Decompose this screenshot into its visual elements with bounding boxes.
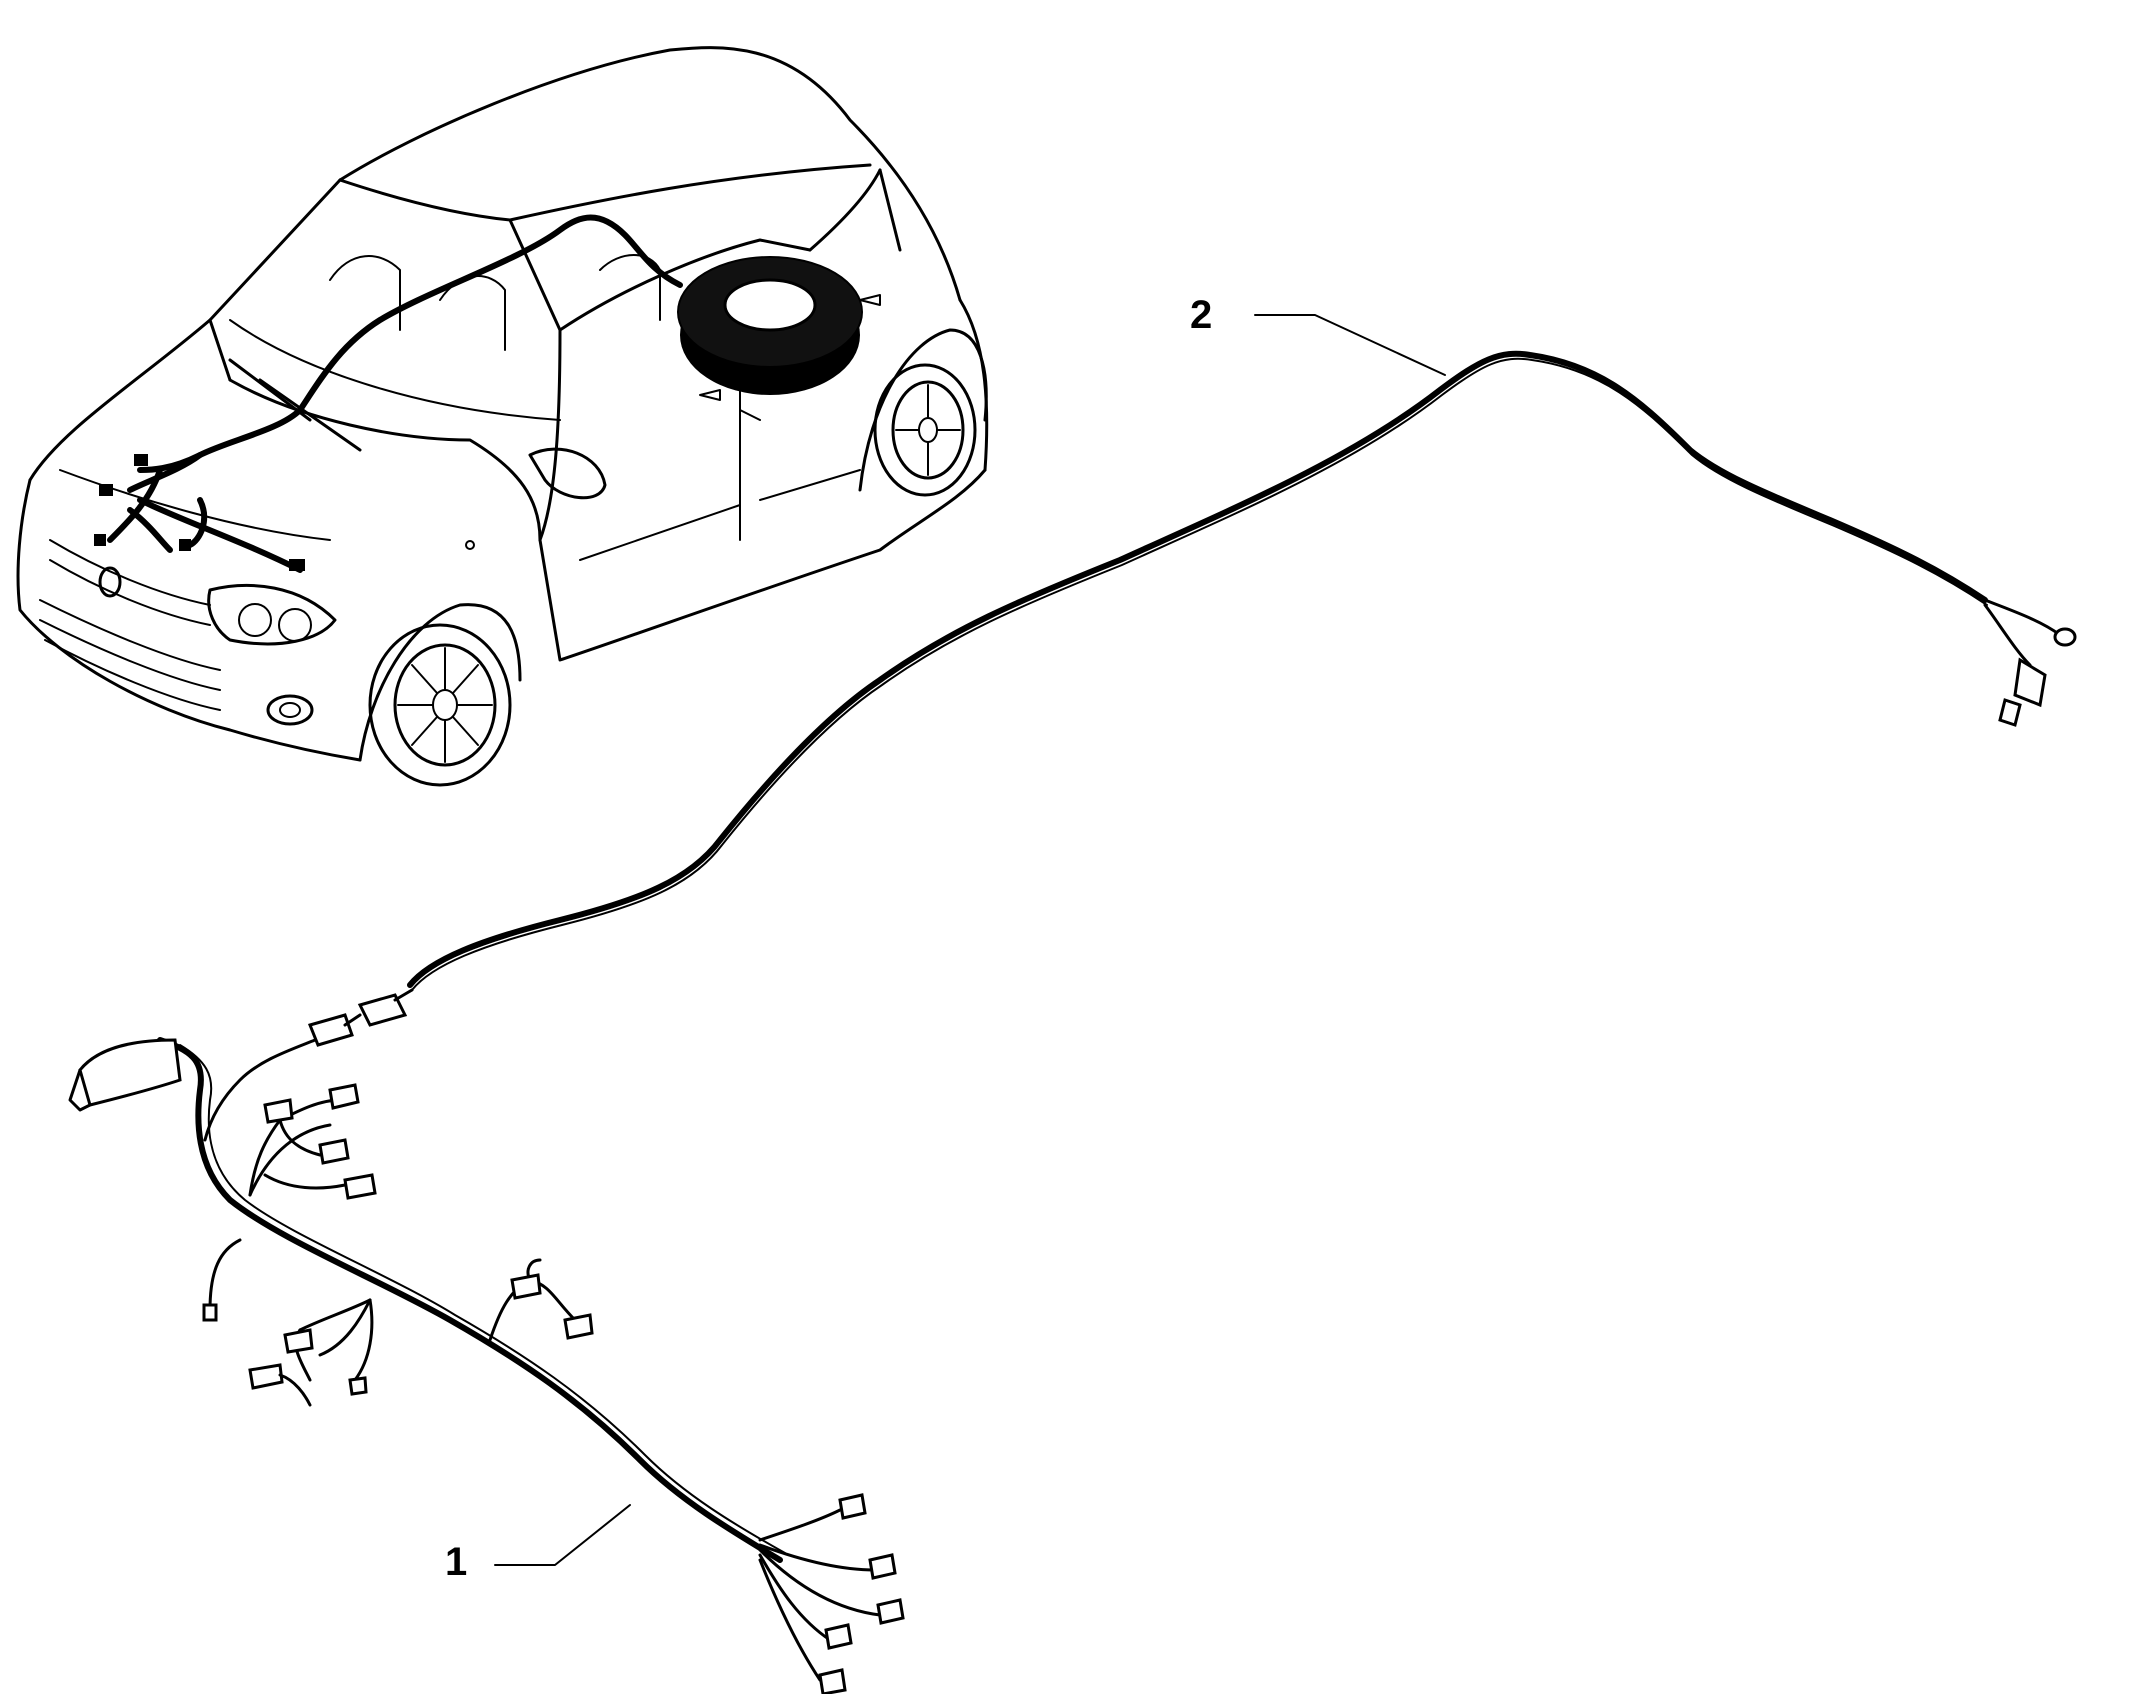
- callout-2-label: 2: [1190, 293, 1212, 337]
- harness-on-car: [94, 214, 683, 573]
- spare-wheel: [677, 256, 863, 395]
- harness-2: [203, 350, 2077, 1142]
- callout-1-label: 1: [445, 1540, 467, 1584]
- harness-1: [68, 1037, 905, 1694]
- car-body: [16, 46, 989, 787]
- callout-2: 2: [1190, 293, 1446, 376]
- car-illustration: [16, 46, 989, 787]
- callout-1: 1: [445, 1504, 631, 1584]
